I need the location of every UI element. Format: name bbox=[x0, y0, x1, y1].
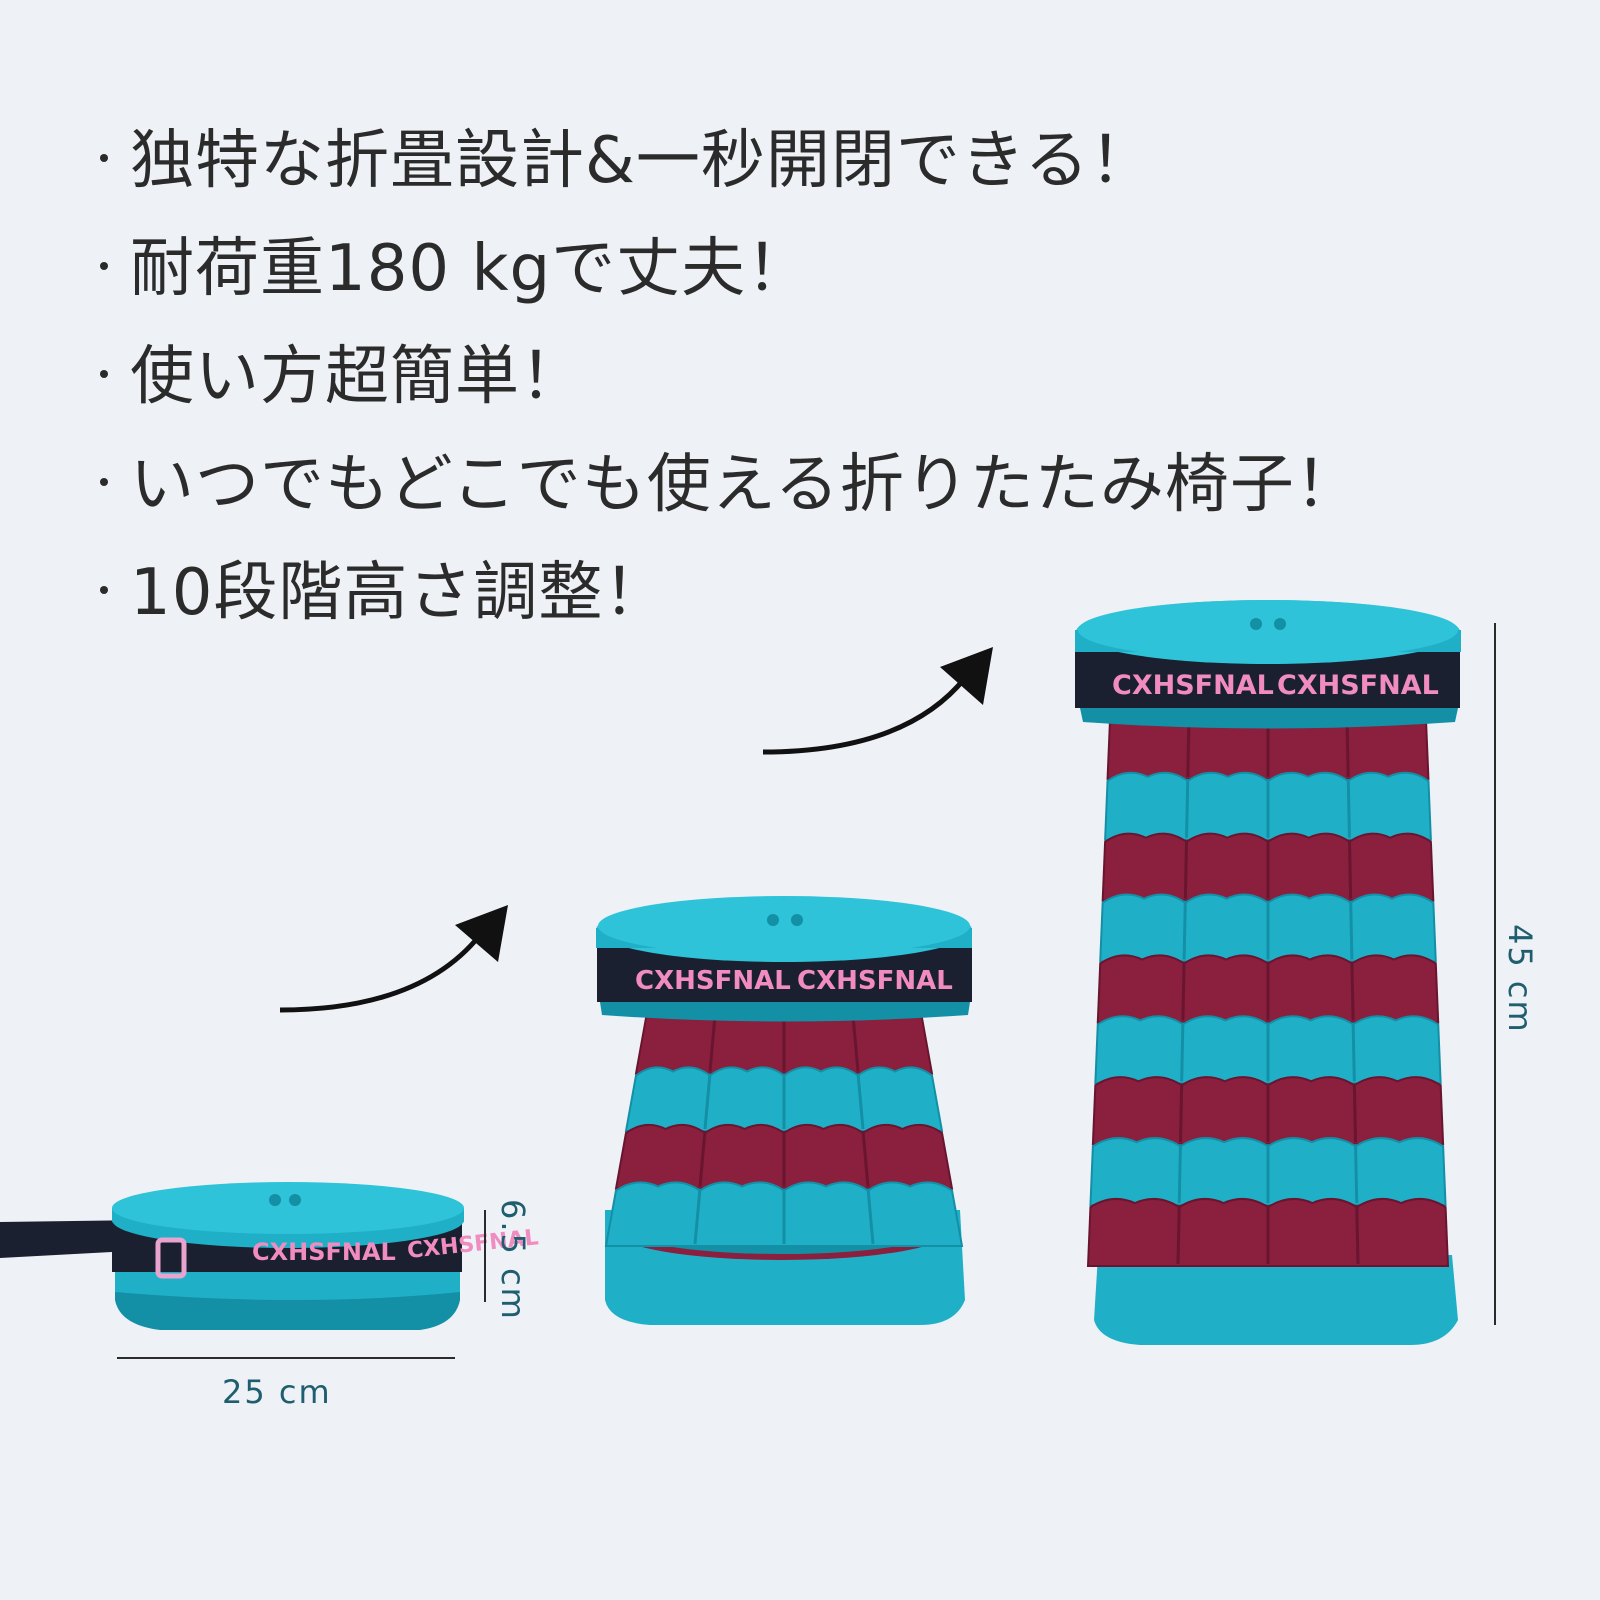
segment-slat bbox=[1181, 961, 1186, 1021]
feature-text: 10段階高さ調整！ bbox=[130, 556, 669, 630]
segment-slat bbox=[861, 1130, 870, 1187]
bullet-dot bbox=[100, 154, 108, 162]
feature-text: いつでもどこでも使える折りたたみ椅子！ bbox=[130, 448, 1360, 522]
bullet-dot bbox=[100, 370, 108, 378]
segment-slat bbox=[1347, 839, 1353, 899]
segment-slat bbox=[1352, 1083, 1358, 1143]
segment-slat bbox=[703, 1073, 712, 1130]
feature-text: 独特な折畳設計&一秒開閉できる！ bbox=[130, 124, 1155, 198]
segment-slat bbox=[866, 1188, 875, 1245]
segment-slat bbox=[1183, 839, 1189, 899]
feature-text: 耐荷重180 kgで丈夫！ bbox=[130, 232, 812, 306]
feature-item: 使い方超簡単！ bbox=[100, 331, 585, 414]
feature-item: 独特な折畳設計&一秒開閉できる！ bbox=[100, 115, 1155, 198]
brand-label: CXHSFNAL bbox=[635, 966, 791, 996]
max-height-label: 45 cm bbox=[1501, 924, 1539, 1034]
folded-stool: CXHSFNAL CXHSFNAL bbox=[0, 1182, 540, 1330]
bullet-dot bbox=[100, 262, 108, 270]
brand-label: CXHSFNAL bbox=[1112, 670, 1274, 701]
segment-slat bbox=[1178, 1083, 1184, 1143]
arrow-right-up-icon bbox=[762, 647, 993, 755]
diameter-label: 25 cm bbox=[222, 1373, 332, 1411]
segment-slat bbox=[851, 1015, 860, 1072]
segment-slat bbox=[1349, 900, 1354, 960]
feature-item: 耐荷重180 kgで丈夫！ bbox=[100, 223, 811, 306]
segment-slat bbox=[698, 1130, 707, 1187]
folded-height-label: 6.5 cm bbox=[494, 1199, 532, 1321]
segment-slat bbox=[693, 1188, 702, 1245]
strap-buckle-icon bbox=[155, 1237, 187, 1279]
segment-slat bbox=[1345, 717, 1350, 777]
segment-slat bbox=[1350, 961, 1355, 1021]
segment-slat bbox=[1182, 900, 1187, 960]
medium-stool: CXHSFNAL CXHSFNAL bbox=[596, 896, 972, 1325]
tall-base bbox=[1094, 1255, 1458, 1345]
bullet-dot bbox=[100, 478, 108, 486]
tall-stool: CXHSFNAL CXHSFNAL bbox=[1075, 600, 1461, 1345]
segment-slat bbox=[1176, 1205, 1181, 1265]
segment-slat bbox=[1186, 717, 1191, 777]
brand-label: CXHSFNAL bbox=[252, 1238, 396, 1266]
segment-slat bbox=[1185, 778, 1190, 838]
feature-item: 10段階高さ調整！ bbox=[100, 547, 668, 630]
arrow-right-up-icon bbox=[279, 905, 508, 1013]
segment-slat bbox=[1354, 1144, 1359, 1204]
segment-slat bbox=[1346, 778, 1351, 838]
feature-text: 使い方超簡単！ bbox=[130, 340, 585, 414]
feature-item: いつでもどこでも使える折りたたみ椅子！ bbox=[100, 439, 1360, 522]
segment-slat bbox=[1177, 1144, 1182, 1204]
segment-slat bbox=[708, 1015, 717, 1072]
segment-slat bbox=[856, 1073, 865, 1130]
segment-slat bbox=[1355, 1205, 1360, 1265]
segment-slat bbox=[1351, 1022, 1356, 1082]
brand-label: CXHSFNAL bbox=[1277, 670, 1439, 701]
bullet-dot bbox=[100, 586, 108, 594]
segment-slat bbox=[1180, 1022, 1185, 1082]
brand-label: CXHSFNAL bbox=[797, 966, 953, 996]
